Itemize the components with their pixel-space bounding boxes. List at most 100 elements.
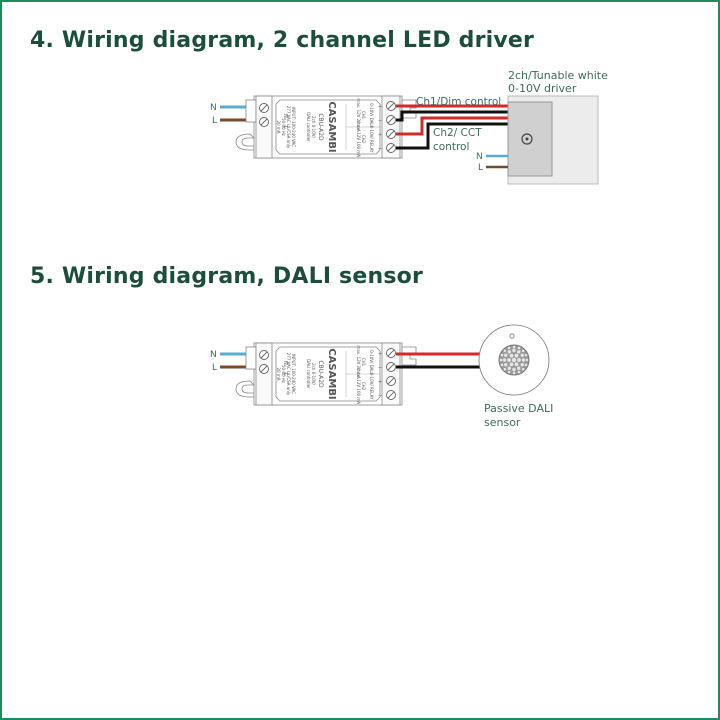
led-driver bbox=[507, 95, 599, 185]
sensor-lens-cell bbox=[504, 363, 508, 367]
polarity-ch2-plus: + bbox=[378, 132, 382, 138]
sensor-lens-cell bbox=[520, 353, 524, 357]
section-title-dali-sensor: 5. Wiring diagram, DALI sensor bbox=[30, 264, 423, 289]
sensor-lens-cell bbox=[517, 366, 521, 370]
driver-neutral-label: N bbox=[476, 152, 483, 162]
dali-sensor bbox=[478, 324, 550, 396]
sensor-lens-cell bbox=[507, 358, 511, 362]
sensor-lens-cell bbox=[512, 371, 516, 375]
driver-screw-icon bbox=[521, 133, 533, 145]
sensor-lens-cell bbox=[524, 363, 528, 367]
section-5-diagram: N L CASAMBI CBU-A2D 2ch 0-10V/ DALI cont… bbox=[210, 324, 553, 429]
sensor-lens-cell bbox=[521, 358, 526, 362]
sensor-lens-cell bbox=[499, 358, 503, 362]
controller-model: CBU-A2D bbox=[317, 360, 324, 388]
sensor-lens-cell bbox=[514, 353, 519, 358]
controller-input-4: 20 mA bbox=[276, 368, 281, 381]
ch1-spec: max. 12V 20 mA bbox=[356, 98, 361, 132]
ch2-spec: max. 12V 100 mA bbox=[356, 121, 361, 157]
ch1-negative-wire bbox=[396, 110, 510, 122]
sensor-lens-cell bbox=[517, 346, 521, 350]
mains-live-label: L bbox=[212, 116, 217, 126]
casambi-controller: CASAMBI CBU-A2D 2ch 0-10V/ DALI controll… bbox=[235, 342, 417, 406]
sensor-label-line2: sensor bbox=[484, 416, 521, 429]
sensor-lens-cell bbox=[512, 345, 516, 349]
polarity-ch1-minus: − bbox=[378, 365, 382, 371]
ch2-label: CH2 bbox=[361, 135, 366, 144]
controller-input-1: INPUT: 100-240 VAC bbox=[291, 354, 296, 394]
sensor-lens-cell bbox=[511, 357, 517, 363]
sensor-lens-cell bbox=[512, 348, 516, 353]
sensor-lens-cell bbox=[524, 353, 528, 357]
controller-description-1: 2ch 0-10V/ bbox=[311, 116, 316, 138]
controller-terminal-n: N bbox=[282, 361, 288, 365]
controller-description-2: DALI controller bbox=[306, 112, 311, 142]
sensor-lens-cell bbox=[504, 353, 508, 357]
polarity-ch2-plus: + bbox=[378, 379, 382, 385]
sensor-lens-cell bbox=[517, 358, 521, 362]
sensor-lens-cell bbox=[520, 363, 524, 367]
mains-neutral-label: N bbox=[210, 350, 217, 360]
sensor-lens-cell bbox=[509, 353, 514, 358]
sensor-lens-cell bbox=[502, 358, 507, 362]
sensor-lens-cell bbox=[525, 358, 529, 362]
section-4-diagram: N L CASAMBI CBU-A2D 2ch 0-10V/ DALI cont… bbox=[210, 69, 608, 185]
ch2-positive-wire bbox=[396, 116, 510, 136]
controller-input-4: 20 mA bbox=[276, 121, 281, 134]
driver-live-label: L bbox=[478, 163, 483, 173]
sensor-lens-cell bbox=[521, 349, 525, 353]
controller-terminal-l: L bbox=[282, 126, 288, 129]
mains-live-label: L bbox=[212, 363, 217, 373]
ch2-label: CH2 bbox=[361, 382, 366, 391]
sensor-lens-cell bbox=[517, 370, 521, 374]
controller-input-3: 50-60 Hz bbox=[281, 365, 286, 383]
sensor-lens-cell bbox=[500, 363, 504, 367]
sensor-lens-icon bbox=[498, 344, 530, 376]
polarity-ch2-minus: − bbox=[378, 393, 382, 399]
sensor-led-icon bbox=[509, 333, 515, 339]
controller-description-1: 2ch 0-10V/ bbox=[311, 363, 316, 385]
sensor-lens-cell bbox=[507, 366, 511, 370]
controller-model: CBU-A2D bbox=[317, 113, 324, 141]
ch1-label: CH1 bbox=[361, 111, 366, 120]
sensor-lens-cell bbox=[503, 367, 507, 371]
polarity-ch1-plus: + bbox=[378, 351, 382, 357]
controller-brand: CASAMBI bbox=[326, 101, 337, 152]
ch2-negative-wire bbox=[396, 122, 510, 150]
controller-input-3: 50-60 Hz bbox=[281, 118, 286, 136]
driver-title-line2: 0-10V driver bbox=[508, 82, 577, 95]
controller-input-2: 277 VAC UL/CSA only bbox=[286, 106, 291, 149]
ch1-label: CH1 bbox=[361, 358, 366, 367]
sensor-lens-cell bbox=[507, 346, 511, 350]
driver-title-line1: 2ch/Tunable white bbox=[508, 69, 608, 82]
ch2-wire-label-line2: control bbox=[433, 141, 469, 153]
ch1-header: 0-10V/ DALI bbox=[369, 103, 374, 127]
sensor-lens-cell bbox=[517, 350, 521, 354]
sensor-lens-cell bbox=[514, 362, 519, 367]
sensor-lens-cell bbox=[507, 370, 511, 374]
ch1-header: 0-10V/ DALI bbox=[369, 350, 374, 374]
polarity-ch1-plus: + bbox=[378, 104, 382, 110]
controller-input-1: INPUT: 100-240 VAC bbox=[291, 107, 296, 147]
sensor-lens-cell bbox=[503, 349, 507, 353]
polarity-ch1-minus: − bbox=[378, 118, 382, 124]
sensor-lens-cell bbox=[512, 367, 516, 372]
controller-terminal-l: L bbox=[282, 373, 288, 376]
sensor-lens-cell bbox=[507, 350, 511, 354]
sensor-lens-cell bbox=[509, 362, 514, 367]
ch2-spec: max. 12V 100 mA bbox=[356, 368, 361, 404]
controller-description-2: DALI controller bbox=[306, 359, 311, 389]
ch2-wire-label-line1: Ch2/ CCT bbox=[433, 127, 482, 139]
section-title-2ch-driver: 4. Wiring diagram, 2 channel LED driver bbox=[30, 28, 535, 53]
controller-brand: CASAMBI bbox=[326, 348, 337, 399]
mains-neutral-label: N bbox=[210, 103, 217, 113]
ch2-header: 0-10V/ RELAY bbox=[369, 373, 374, 400]
polarity-ch2-minus: − bbox=[378, 146, 382, 152]
controller-terminal-n: N bbox=[282, 114, 288, 118]
sensor-label-line1: Passive DALI bbox=[484, 402, 553, 415]
ch2-header: 0-10V/ RELAY bbox=[369, 126, 374, 153]
casambi-controller: CASAMBI CBU-A2D 2ch 0-10V/ DALI controll… bbox=[235, 95, 417, 159]
sensor-lens-cell bbox=[500, 353, 504, 357]
ch1-wire-label: Ch1/Dim control bbox=[416, 96, 501, 108]
